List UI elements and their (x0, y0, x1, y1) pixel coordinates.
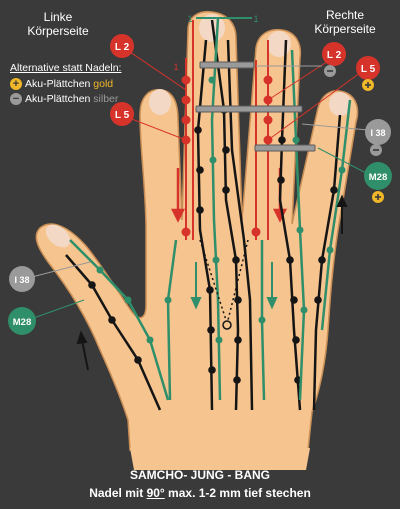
m28-right-point (364, 162, 392, 190)
minus-icon: − (10, 93, 22, 105)
l2-left-label: L 2 (115, 42, 130, 53)
l2-right-point (322, 42, 346, 66)
l2-left-point (110, 34, 134, 58)
caption-title: SAMCHO- JUNG - BANG (130, 468, 270, 482)
legend-silver-prefix: Aku-Plättchen (25, 93, 94, 105)
junction-circle (222, 320, 232, 330)
i38-left-point (9, 266, 35, 292)
legend-gold-prefix: Aku-Plättchen (25, 78, 94, 90)
m28-right-label: M28 (369, 172, 387, 183)
i38-right-label: I 38 (370, 128, 385, 138)
right-side-line1: Rechte (325, 8, 365, 22)
legend-title: Alternative statt Nadeln: (10, 62, 122, 74)
start-number-middle-left: 1 (187, 14, 192, 24)
label-connectors (27, 47, 369, 321)
legend-row-gold: + Aku-Plättchen gold (10, 78, 121, 90)
legend-row-silver: − Aku-Plättchen silber (10, 93, 121, 105)
black-arrows (76, 194, 348, 371)
l5-left-label: L 5 (115, 110, 130, 121)
hand-silhouette (35, 10, 359, 451)
wrist (130, 448, 310, 470)
left-side-label: Linke Körperseite (18, 10, 98, 38)
l5-right-point (356, 56, 380, 80)
little-nail (329, 92, 351, 116)
l2-right-label: L 2 (327, 50, 342, 61)
start-number-index: 1 (173, 62, 178, 72)
l5-left-point (110, 102, 134, 126)
silver-plates (195, 61, 316, 152)
right-side-line2: Körperseite (314, 22, 376, 36)
caption-suffix: max. 1-2 mm tief stechen (164, 486, 311, 500)
right-side-label: Rechte Körperseite (300, 8, 390, 36)
caption-angle: 90° (146, 486, 165, 500)
caption-instruction: Nadel mit 90° max. 1-2 mm tief stechen (0, 486, 400, 500)
i38-left-label: I 38 (14, 275, 29, 285)
caption-prefix: Nadel mit (89, 486, 147, 500)
green-points (96, 76, 346, 344)
green-arrows (190, 262, 278, 310)
legend-silver-word: silber (93, 93, 119, 105)
legend-gold-text: Aku-Plättchen gold (25, 78, 113, 90)
legend-silver-text: Aku-Plättchen silber (25, 93, 118, 105)
start-number-middle-right: 1 (253, 14, 258, 24)
left-side-line1: Linke (43, 10, 73, 24)
l5-right-label: L 5 (361, 64, 376, 75)
m28-left-point (8, 307, 36, 335)
m28-left-label: M28 (13, 317, 31, 328)
legend-gold-word: gold (93, 78, 114, 90)
legend: Alternative statt Nadeln: + Aku-Plättche… (10, 62, 121, 105)
thumb-nail (45, 224, 71, 248)
index-nail (149, 89, 171, 115)
left-side-line2: Körperseite (27, 24, 89, 38)
plus-icon: + (10, 78, 22, 90)
ring-nail (267, 31, 291, 57)
i38-right-point (365, 119, 391, 145)
black-points (88, 106, 338, 384)
dotted-connector (199, 239, 249, 321)
